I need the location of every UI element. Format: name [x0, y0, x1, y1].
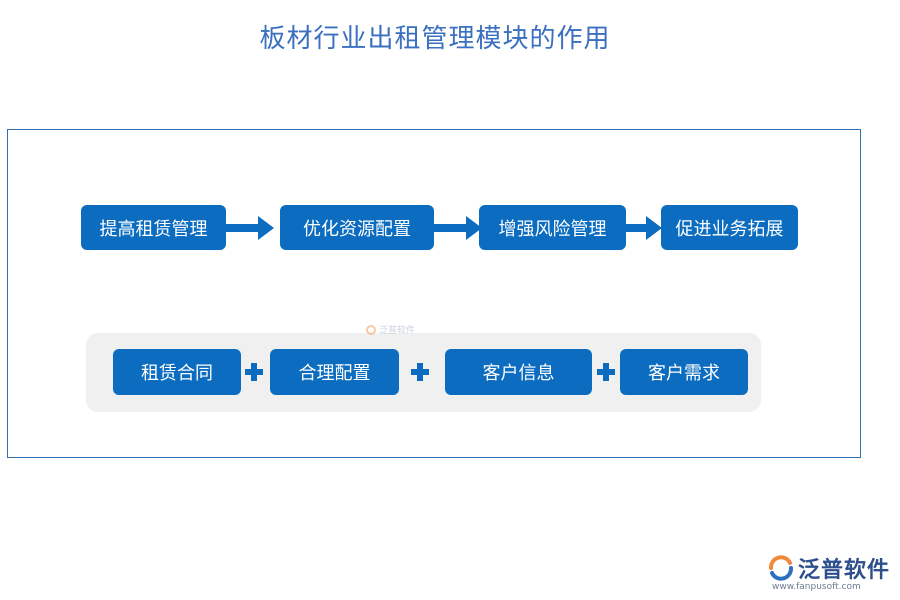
component-4: 客户需求	[620, 349, 748, 395]
flow-step-1: 提高租赁管理	[81, 205, 226, 250]
watermark: 泛普软件	[366, 323, 415, 336]
brand-name: 泛普软件	[798, 558, 891, 583]
plus-icon	[411, 363, 429, 381]
arrow-right-icon	[434, 216, 482, 240]
brand-url: www.fanpusoft.com	[772, 582, 861, 592]
arrow-right-icon	[226, 216, 274, 240]
fanpu-logo-icon	[769, 555, 793, 581]
flow-step-2: 优化资源配置	[280, 205, 434, 250]
component-3: 客户信息	[445, 349, 592, 395]
arrow-right-icon	[626, 216, 662, 240]
flow-step-4: 促进业务拓展	[661, 205, 798, 250]
page-title: 板材行业出租管理模块的作用	[259, 24, 611, 54]
diagram-frame	[7, 129, 861, 458]
plus-icon	[597, 363, 615, 381]
brand-logo: 泛普软件 www.fanpusoft.com	[768, 552, 892, 598]
watermark-text: 泛普软件	[379, 326, 416, 336]
flow-step-3: 增强风险管理	[479, 205, 626, 250]
plus-icon	[245, 363, 263, 381]
component-2: 合理配置	[270, 349, 399, 395]
watermark-logo-icon	[366, 324, 376, 335]
component-1: 租赁合同	[113, 349, 241, 395]
